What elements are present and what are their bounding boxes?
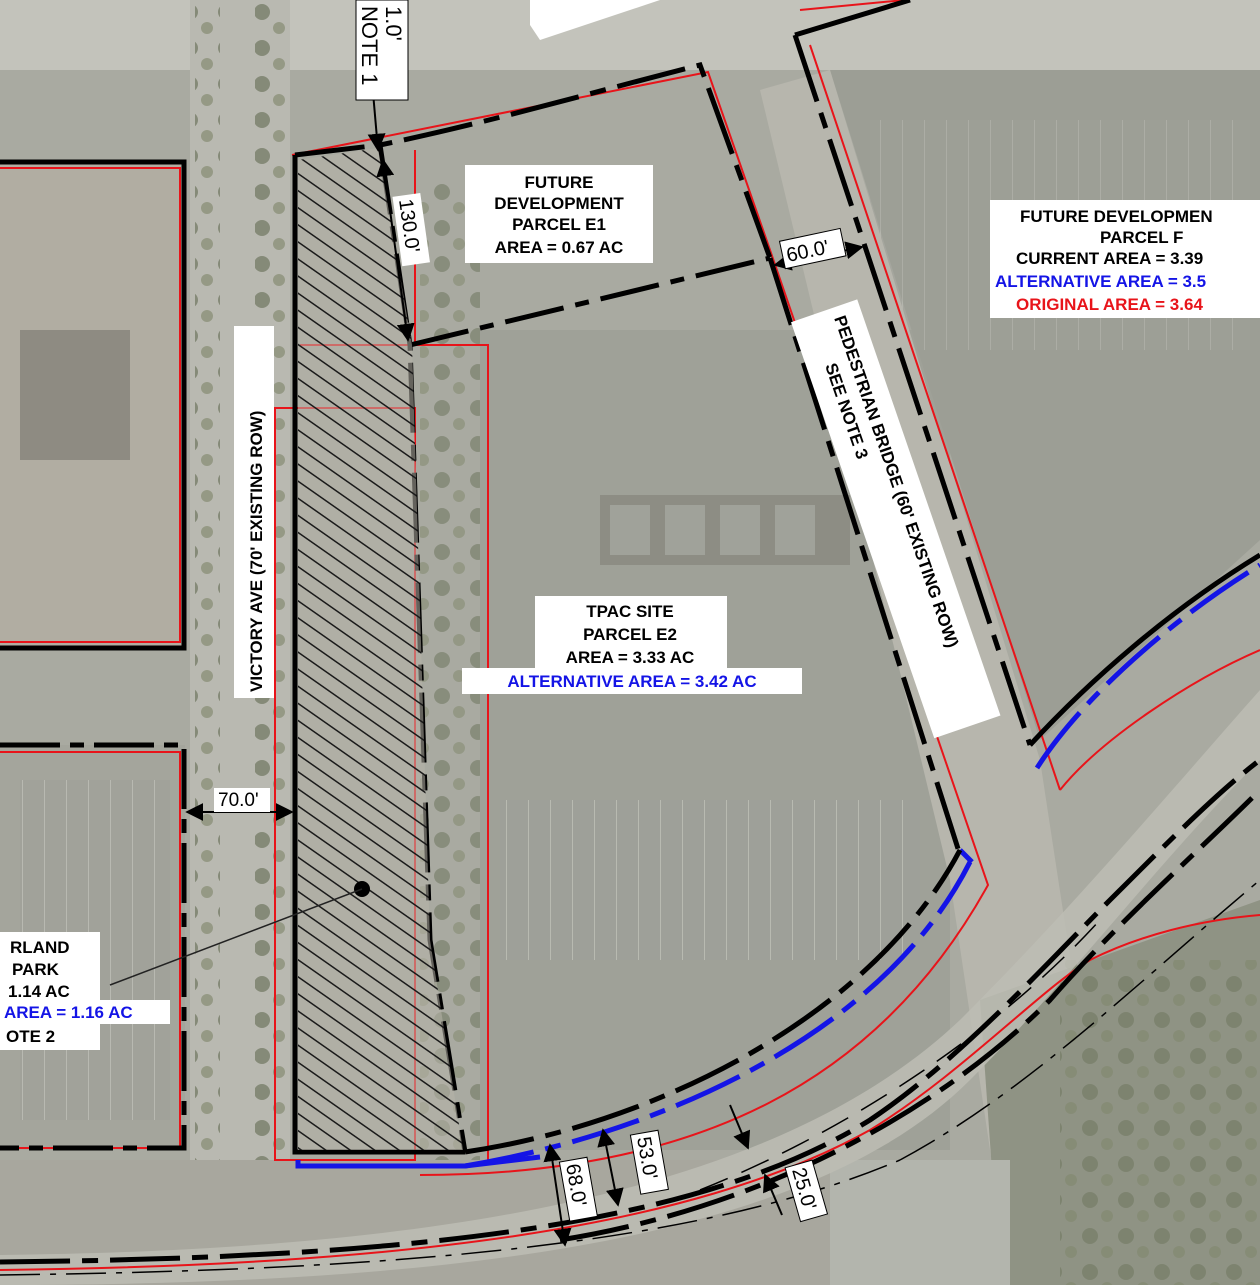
park-line1: RLAND bbox=[10, 938, 70, 957]
tpac-line1: TPAC SITE bbox=[586, 602, 674, 621]
tpac-alternative: ALTERNATIVE AREA = 3.42 AC bbox=[507, 672, 756, 691]
tpac-area: AREA = 3.33 AC bbox=[566, 648, 695, 667]
dimension-note1: 1.0' NOTE 1 bbox=[355, 0, 409, 101]
parcel-f-original: ORIGINAL AREA = 3.64 bbox=[1016, 295, 1203, 314]
victory-ave-label: VICTORY AVE (70' EXISTING ROW) bbox=[234, 326, 274, 698]
note1-dim-text: 1.0' bbox=[381, 6, 406, 41]
park-line3: 1.14 AC bbox=[8, 982, 70, 1001]
victory-ave-text: VICTORY AVE (70' EXISTING ROW) bbox=[247, 411, 266, 692]
callout-leader bbox=[109, 888, 363, 986]
tpac-label: TPAC SITE PARCEL E2 AREA = 3.33 AC ALTER… bbox=[462, 596, 802, 694]
parcel-f-line1: FUTURE DEVELOPMEN bbox=[1020, 207, 1213, 226]
dim-68: 68.0' bbox=[558, 1156, 598, 1222]
park-note: OTE 2 bbox=[6, 1027, 55, 1046]
parcel-e1-line2: DEVELOPMENT bbox=[494, 194, 624, 213]
dim-130: 130.0' bbox=[392, 192, 430, 267]
parcel-f-current: CURRENT AREA = 3.39 bbox=[1016, 249, 1203, 268]
parcel-e1-line1: FUTURE bbox=[525, 173, 594, 192]
parcel-e1-area: AREA = 0.67 AC bbox=[495, 238, 624, 257]
park-label: RLAND PARK 1.14 AC AREA = 1.16 AC OTE 2 bbox=[0, 932, 170, 1050]
parcel-f-line2: PARCEL F bbox=[1100, 228, 1183, 247]
parcel-e1-line3: PARCEL E1 bbox=[512, 215, 606, 234]
tpac-line2: PARCEL E2 bbox=[583, 625, 677, 644]
dim-70: 70.0' bbox=[214, 788, 270, 812]
parcel-e1-label: FUTURE DEVELOPMENT PARCEL E1 AREA = 0.67… bbox=[465, 165, 653, 263]
park-line2: PARK bbox=[12, 960, 60, 979]
note1-text: NOTE 1 bbox=[357, 6, 382, 85]
park-alternative: AREA = 1.16 AC bbox=[4, 1003, 133, 1022]
dim-53: 53.0' bbox=[629, 1129, 669, 1195]
dim-70-text: 70.0' bbox=[218, 790, 259, 811]
parcel-f-alternative: ALTERNATIVE AREA = 3.5 bbox=[995, 272, 1206, 291]
hatched-easement-area bbox=[298, 148, 463, 1150]
parcel-f-label: FUTURE DEVELOPMEN PARCEL F CURRENT AREA … bbox=[990, 200, 1260, 318]
